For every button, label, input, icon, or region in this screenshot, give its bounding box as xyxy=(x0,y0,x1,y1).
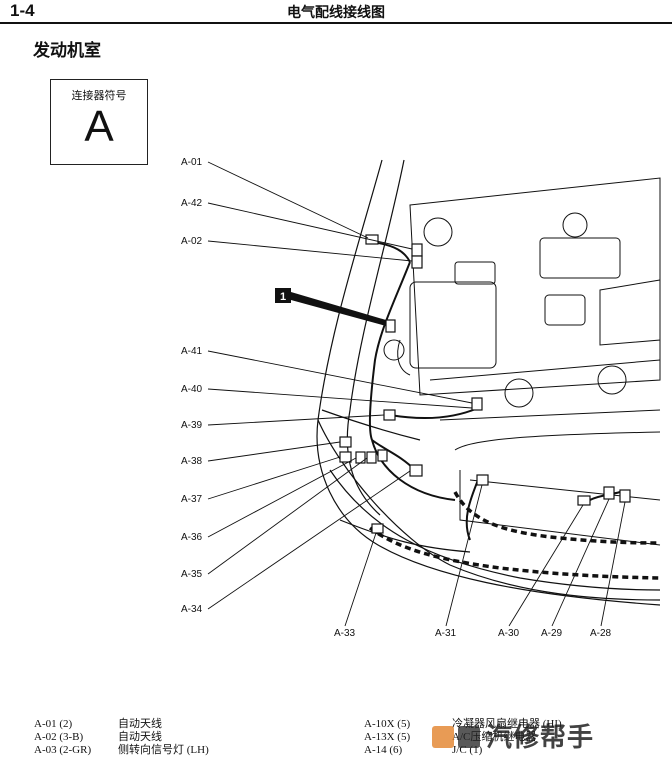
callout-pointer xyxy=(291,292,386,326)
legend-code: A-03 (2-GR) xyxy=(34,744,92,756)
label-a29: A-29 xyxy=(541,628,563,639)
engine-components xyxy=(383,177,661,546)
section-title: 发动机室 xyxy=(33,41,101,61)
legend-row: A-10X (5) 冷凝器风扇继电器 (HI) xyxy=(364,718,562,731)
connectors xyxy=(339,234,631,534)
label-a42: A-42 xyxy=(181,198,203,209)
legend-code: A-14 (6) xyxy=(364,744,403,756)
watermark-logo xyxy=(432,726,480,748)
document-title: 电气配线接线图 xyxy=(287,5,385,21)
page-number: 1-4 xyxy=(10,1,35,20)
harness-solid xyxy=(368,241,621,541)
legend-desc: 自动天线 xyxy=(118,718,162,730)
label-a33: A-33 xyxy=(334,628,356,639)
legend-desc: 冷凝器风扇继电器 (HI) xyxy=(452,718,562,730)
label-a34: A-34 xyxy=(181,604,203,615)
legend-code: A-13X (5) xyxy=(364,731,411,743)
vehicle-outline xyxy=(316,159,661,606)
callout-number: 1 xyxy=(280,291,286,303)
label-a38: A-38 xyxy=(181,456,203,467)
connector-symbol-box: 连接器符号 A xyxy=(50,79,148,165)
label-a36: A-36 xyxy=(181,532,203,543)
legend-desc: 侧转向信号灯 (LH) xyxy=(118,744,209,756)
label-a01: A-01 xyxy=(181,157,203,168)
harness-dashed xyxy=(368,491,661,580)
legend-code: A-01 (2) xyxy=(34,718,73,730)
legend-code: A-02 (3-B) xyxy=(34,731,84,743)
watermark-text: 汽修帮手 xyxy=(486,723,595,753)
label-a30: A-30 xyxy=(498,628,520,639)
label-a31: A-31 xyxy=(435,628,457,639)
connector-symbol-letter: A xyxy=(84,102,114,151)
leader-lines xyxy=(207,161,626,627)
legend-row: A-03 (2-GR) 侧转向信号灯 (LH) xyxy=(34,744,209,757)
page-header: 1-4 电气配线接线图 xyxy=(0,0,672,24)
label-a41: A-41 xyxy=(181,346,203,357)
legend-code: A-10X (5) xyxy=(364,718,411,730)
label-a40: A-40 xyxy=(181,384,203,395)
callout-box xyxy=(275,288,291,303)
label-a02: A-02 xyxy=(181,236,203,247)
legend-desc: 自动天线 xyxy=(118,731,162,743)
connector-labels: A-01 A-42 A-02 A-41 A-40 A-39 A-38 A-37 … xyxy=(181,157,612,639)
label-a35: A-35 xyxy=(181,569,203,580)
label-a39: A-39 xyxy=(181,420,203,431)
legend-row: A-01 (2) 自动天线 xyxy=(34,718,209,731)
label-a28: A-28 xyxy=(590,628,612,639)
connector-symbol-label: 连接器符号 xyxy=(71,89,127,102)
legend-left: A-01 (2) 自动天线 A-02 (3-B) 自动天线 A-03 (2-GR) 侧… xyxy=(34,718,209,757)
legend-row: A-02 (3-B) 自动天线 xyxy=(34,731,209,744)
label-a37: A-37 xyxy=(181,494,203,505)
